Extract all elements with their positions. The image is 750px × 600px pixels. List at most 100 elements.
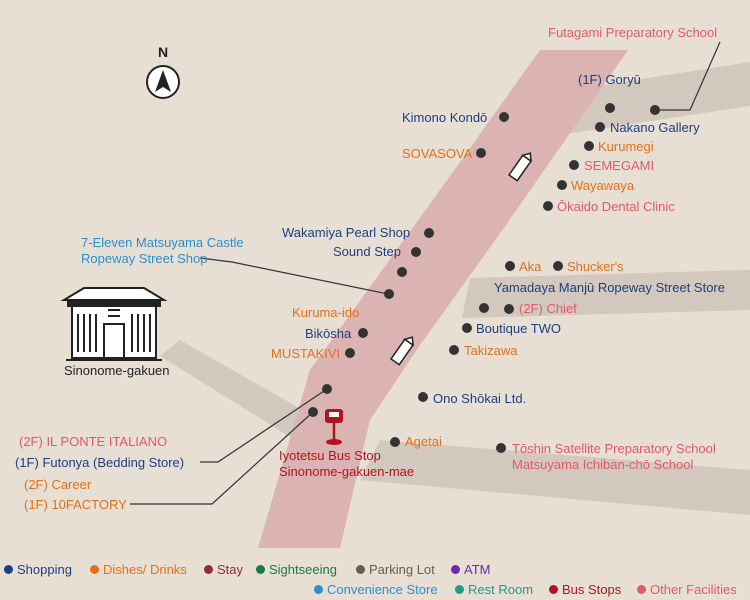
label-wakamiya-pearl[interactable]: Wakamiya Pearl Shop — [282, 225, 411, 240]
marker-chief — [504, 304, 514, 314]
marker-futonya — [322, 384, 332, 394]
marker-kurumegi — [584, 141, 594, 151]
label-agetai[interactable]: Agetai — [405, 434, 442, 449]
side-road-middle-right — [462, 270, 750, 318]
label-wayawaya[interactable]: Wayawaya — [571, 178, 635, 193]
legend-dot — [204, 565, 213, 574]
marker-sound-step — [411, 247, 421, 257]
compass-icon — [146, 65, 180, 99]
marker-wakamiya-pearl — [424, 228, 434, 238]
marker-boutique-two — [462, 323, 472, 333]
legend-dot — [451, 565, 460, 574]
marker-kimono-kondo — [499, 112, 509, 122]
label-bus-stop-line1[interactable]: Iyotetsu Bus Stop — [279, 448, 381, 463]
marker-aka — [505, 261, 515, 271]
legend-label: ATM — [464, 562, 491, 577]
label-futagami[interactable]: Futagami Preparatory School — [548, 25, 718, 40]
legend-item-convenience: Convenience Store — [314, 582, 438, 597]
label-takizawa[interactable]: Takizawa — [464, 343, 518, 358]
label-sinonome-gakuen[interactable]: Sinonome-gakuen — [64, 363, 170, 378]
label-bikosha[interactable]: Bikōsha — [305, 326, 352, 341]
label-ponte-italiano[interactable]: (2F) IL PONTE ITALIANO — [19, 434, 168, 449]
direction-arrow-lower — [389, 336, 415, 366]
legend-dot — [549, 585, 558, 594]
label-seven-eleven-line2[interactable]: Ropeway Street Shop — [81, 251, 208, 266]
marker-goryu — [605, 103, 615, 113]
label-yamadaya[interactable]: Yamadaya Manjū Ropeway Street Store — [494, 280, 725, 295]
legend-item-sightseeing: Sightseeing — [256, 562, 337, 577]
legend-label: Rest Room — [468, 582, 534, 597]
leader-line-futonya — [200, 388, 328, 463]
label-chief[interactable]: (2F) Chief — [519, 301, 577, 316]
leader-line-futagami — [655, 41, 721, 111]
legend-dot — [356, 565, 365, 574]
marker-tenfactory — [308, 407, 318, 417]
legend-item-atm: ATM — [451, 562, 490, 577]
legend-item-stay: Stay — [204, 562, 243, 577]
label-sovasova[interactable]: SOVASOVA — [402, 146, 473, 161]
marker-kuruma-ido — [384, 289, 394, 299]
legend-label: Bus Stops — [562, 582, 622, 597]
marker-shuckers — [553, 261, 563, 271]
marker-wayawaya — [557, 180, 567, 190]
marker-semegami — [569, 160, 579, 170]
marker-toshin — [496, 443, 506, 453]
marker-seven-eleven — [397, 267, 407, 277]
main-road — [258, 50, 628, 548]
legend-item-busstops: Bus Stops — [549, 582, 621, 597]
legend-label: Convenience Store — [327, 582, 438, 597]
label-kuruma-ido[interactable]: Kuruma-ido — [292, 305, 360, 320]
legend-label: Stay — [217, 562, 244, 577]
legend-dot — [256, 565, 265, 574]
legend-item-shopping: Shopping — [4, 562, 72, 577]
label-semegami[interactable]: SEMEGAMI — [584, 158, 655, 173]
side-road-upper-right — [552, 62, 750, 136]
label-kurumegi[interactable]: Kurumegi — [598, 139, 654, 154]
label-career[interactable]: (2F) Career — [24, 477, 92, 492]
north-label: N — [157, 44, 169, 60]
legend-dot — [455, 585, 464, 594]
legend-label: Sightseeing — [269, 562, 337, 577]
label-tenfactory[interactable]: (1F) 10FACTORY — [24, 497, 127, 512]
marker-sovasova — [476, 148, 486, 158]
label-kimono-kondo[interactable]: Kimono Kondō — [402, 110, 488, 125]
legend-label: Other Facilities — [650, 582, 737, 597]
label-ichibancho[interactable]: Matsuyama Ichiban-chō School — [512, 457, 694, 472]
leader-line-tenfactory — [130, 411, 314, 505]
legend-dot — [4, 565, 13, 574]
label-seven-eleven-line1[interactable]: 7-Eleven Matsuyama Castle — [81, 235, 244, 250]
label-boutique-two[interactable]: Boutique TWO — [476, 321, 562, 336]
bus-stop-icon — [325, 409, 343, 445]
label-sound-step[interactable]: Sound Step — [333, 244, 401, 259]
marker-mustakivi — [345, 348, 355, 358]
label-shuckers[interactable]: Shucker's — [567, 259, 624, 274]
legend-item-restroom: Rest Room — [455, 582, 533, 597]
marker-yamadaya — [479, 303, 489, 313]
legend-dot — [314, 585, 323, 594]
label-mustakivi[interactable]: MUSTAKIVI — [271, 346, 341, 361]
label-aka[interactable]: Aka — [519, 259, 542, 274]
marker-ono-shokai — [418, 392, 428, 402]
label-bus-stop-line2[interactable]: Sinonome-gakuen-mae — [279, 464, 415, 479]
label-goryu[interactable]: (1F) Goryū — [578, 72, 641, 87]
label-toshin[interactable]: Tōshin Satellite Preparatory School — [512, 441, 716, 456]
marker-futagami — [650, 105, 660, 115]
legend-label: Parking Lot — [369, 562, 435, 577]
side-road-lower-right — [360, 440, 750, 515]
legend-item-parking: Parking Lot — [356, 562, 435, 577]
label-futonya[interactable]: (1F) Futonya (Bedding Store) — [15, 455, 185, 470]
marker-takizawa — [449, 345, 459, 355]
legend-dot — [90, 565, 99, 574]
marker-bikosha — [358, 328, 368, 338]
leader-line-seven-eleven — [199, 257, 389, 295]
marker-nakano-gallery — [595, 122, 605, 132]
label-ono-shokai[interactable]: Ono Shōkai Ltd. — [433, 391, 527, 406]
legend-item-dishes: Dishes/ Drinks — [90, 562, 187, 577]
label-okaido-dental[interactable]: Ōkaido Dental Clinic — [557, 199, 675, 214]
legend-label: Dishes/ Drinks — [103, 562, 187, 577]
building-icon — [60, 287, 168, 361]
label-nakano-gallery[interactable]: Nakano Gallery — [610, 120, 700, 135]
direction-arrow-upper — [507, 152, 533, 182]
marker-okaido-dental — [543, 201, 553, 211]
